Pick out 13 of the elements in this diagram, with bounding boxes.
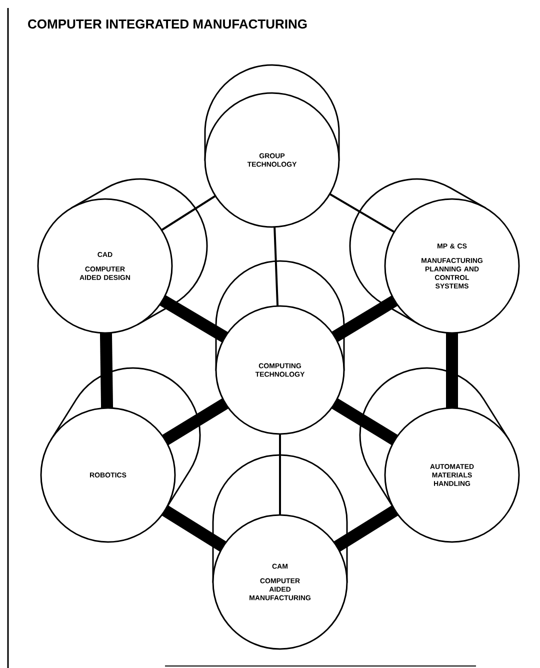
connector-band — [159, 294, 228, 343]
connector-band — [334, 505, 398, 552]
connector-band — [162, 398, 229, 446]
connector-band — [331, 295, 398, 342]
connector-band — [331, 398, 398, 446]
connector-band — [100, 332, 114, 408]
connector-band — [160, 194, 216, 232]
connector-band — [446, 332, 458, 408]
connector-band — [329, 193, 395, 233]
connector-band — [279, 434, 281, 516]
connector-band — [274, 226, 279, 306]
connector-band — [162, 505, 226, 552]
title: COMPUTER INTEGRATED MANUFACTURING — [28, 19, 307, 29]
